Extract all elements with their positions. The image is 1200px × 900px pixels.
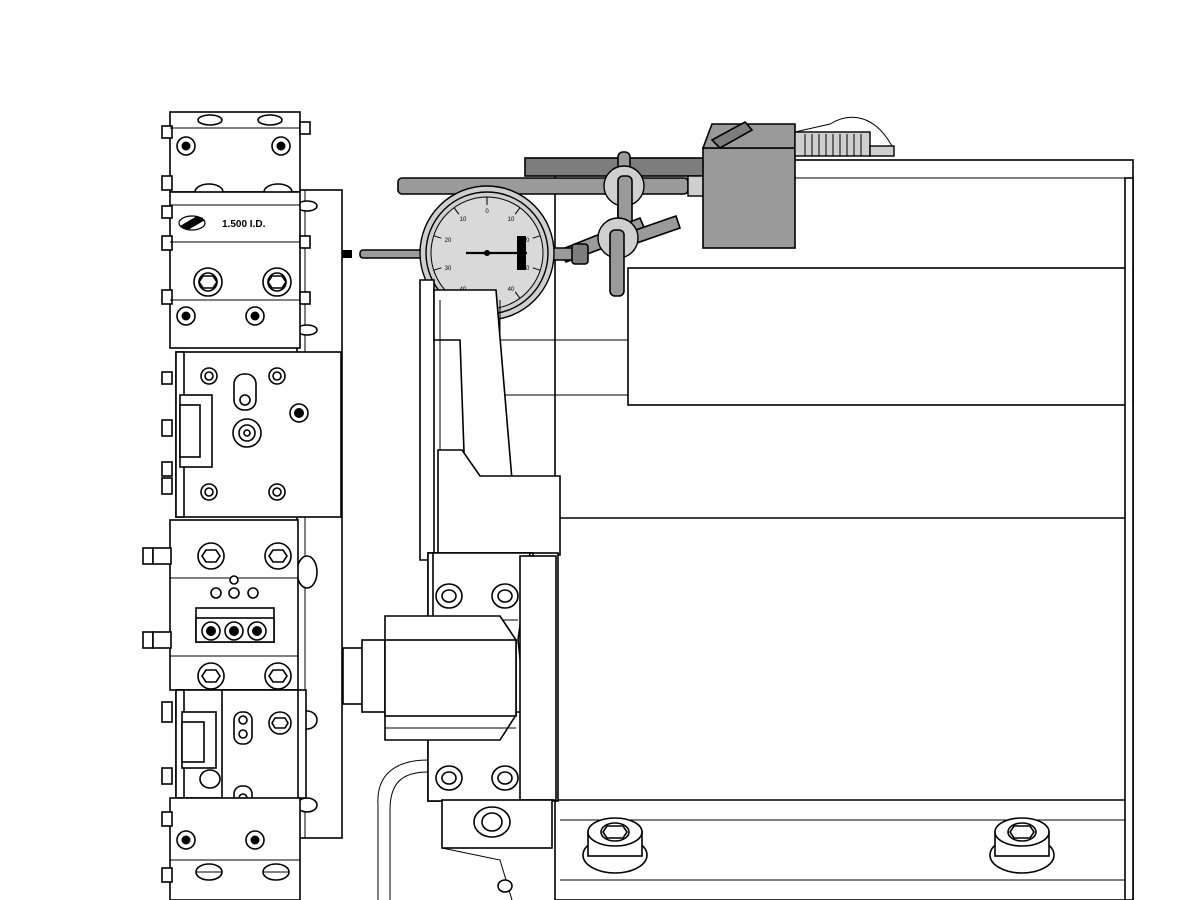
tool-station-4 [142,519,299,691]
dial-number-30: 30 [523,266,530,272]
dial-indicator: 0 10 20 30 40 50 40 30 20 10 [342,185,589,321]
hex-screw-5 [197,662,225,690]
tool-post-bolt-4 [491,765,519,791]
tool-station-3 [161,351,342,518]
tool-station-5 [161,689,307,822]
hex-screw-1 [193,267,223,297]
magnetic-base [701,116,895,249]
tool-post-bolt-2 [491,583,519,609]
tool-post-bolt-1 [435,583,463,609]
tool-station-1 [161,111,311,201]
tool-station-2: 1.500 I.D. [161,191,311,349]
hex-bolt-left [582,817,648,874]
tool-station-6 [161,797,301,900]
indicator-arm [419,279,513,561]
dial-number-30b: 30 [445,266,452,272]
hex-screw-7 [268,711,292,735]
tool-post-bolt-3 [435,765,463,791]
dial-number-20b: 20 [445,238,452,244]
dial-number-20: 20 [523,238,530,244]
hose-line [377,759,513,900]
knurled-knob [804,134,862,156]
dial-number-40: 40 [508,287,515,293]
boring-bar [342,615,517,741]
machine-body [500,159,1134,900]
dial-center-pivot [484,250,490,256]
dial-number-0: 0 [485,209,489,215]
hex-screw-6 [264,662,292,690]
logo-icon [178,215,206,231]
hex-bolt-right [989,817,1055,874]
hex-screw-3 [197,542,225,570]
tool-holder-label: 1.500 I.D. [222,219,266,230]
hex-screw-2 [262,267,292,297]
clamp-knuckle-upper [603,151,645,227]
hex-screw-4 [264,542,292,570]
dial-number-10: 10 [508,217,515,223]
dial-number-10b: 10 [460,217,467,223]
